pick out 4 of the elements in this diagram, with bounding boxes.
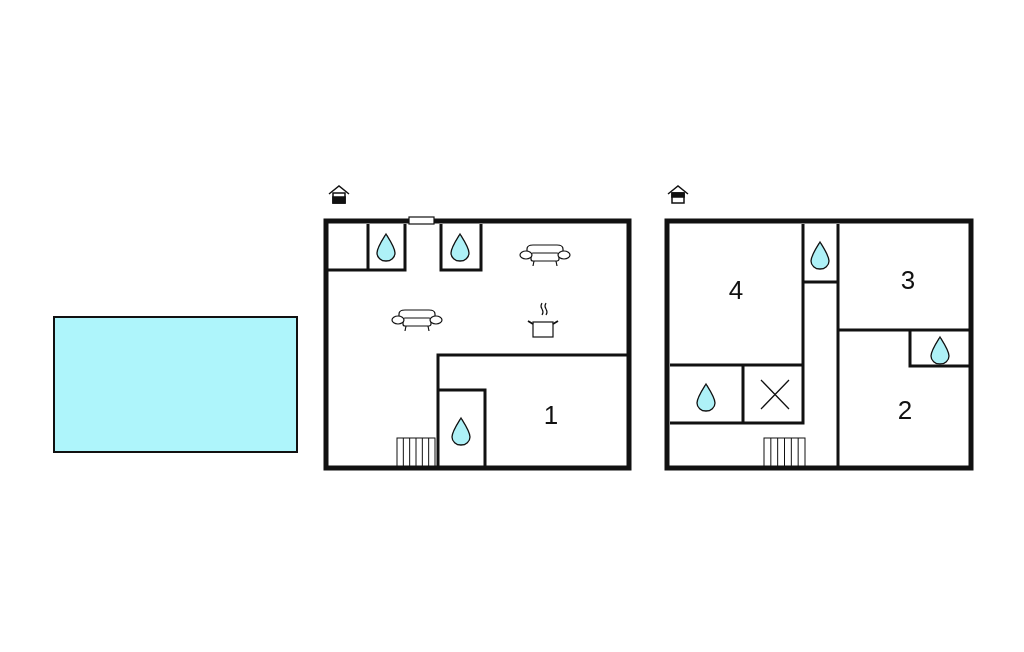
- room-number: 1: [486, 385, 616, 445]
- room-number: 2: [860, 382, 950, 438]
- room-number: 3: [860, 252, 956, 308]
- room-number: 4: [690, 262, 782, 318]
